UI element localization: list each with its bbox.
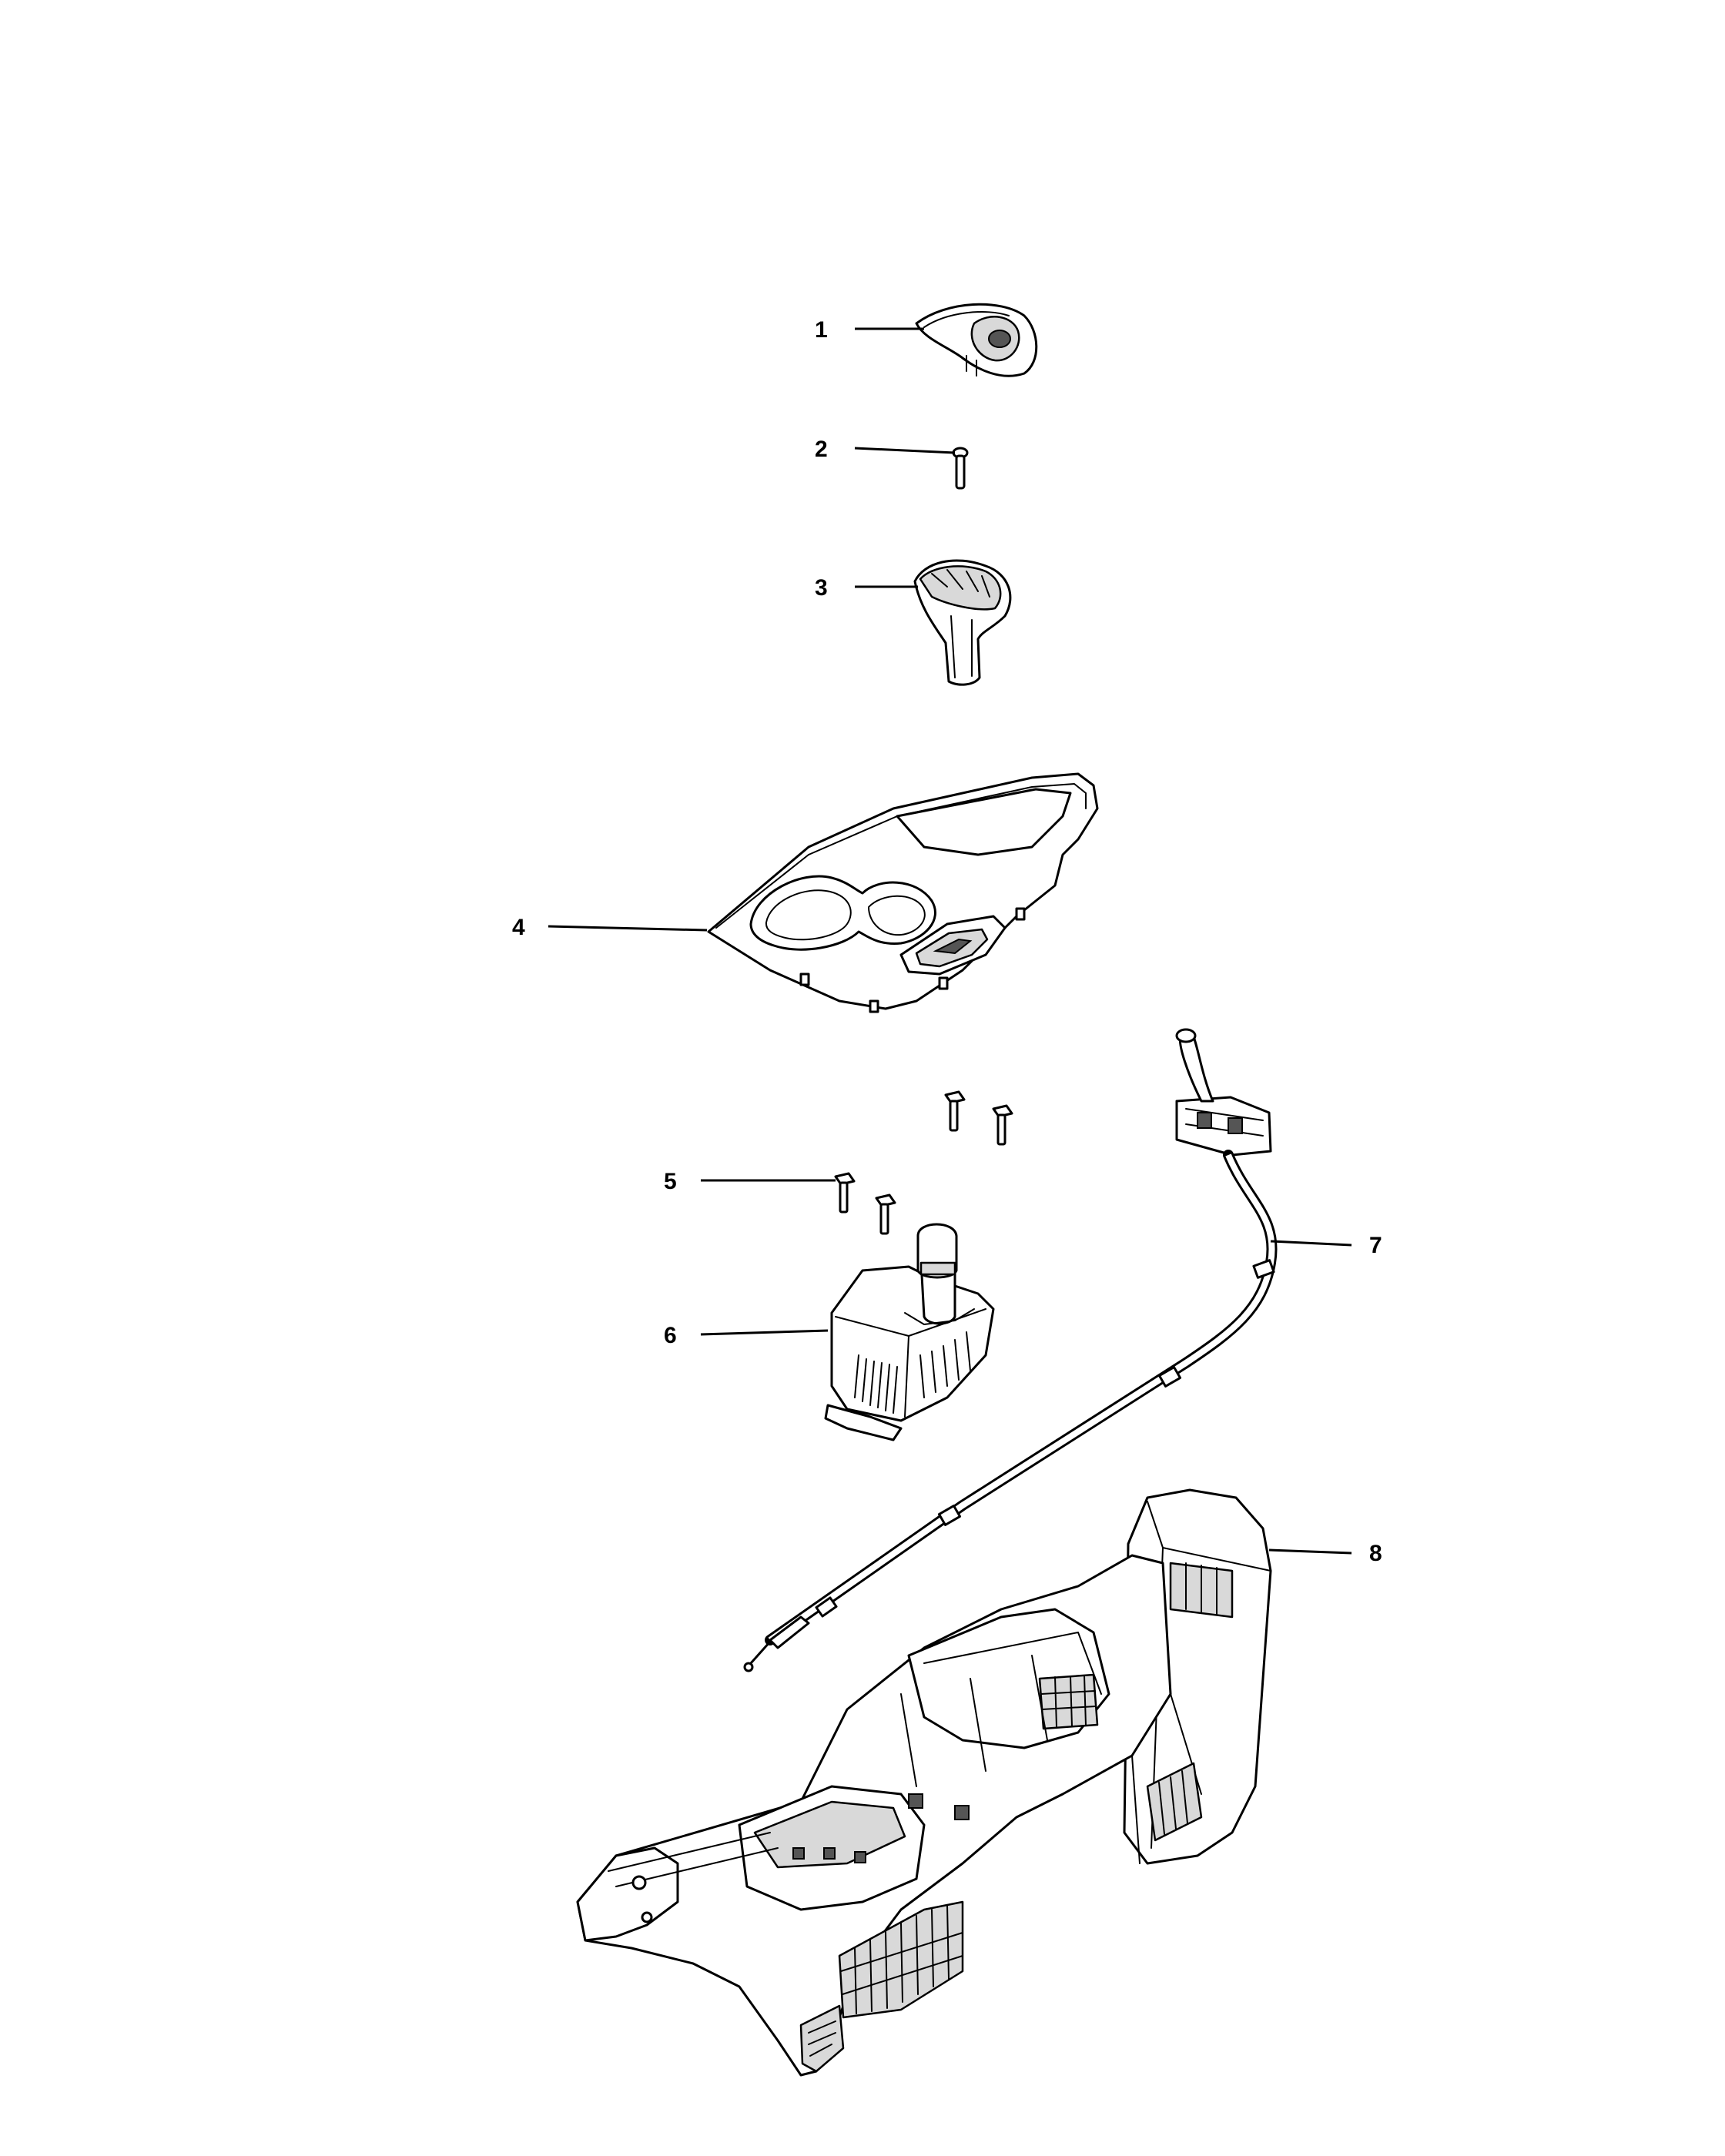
- callout-number-4: 4: [512, 915, 525, 940]
- part-4-console-bezel: [707, 772, 1099, 1013]
- part-7-shift-cable: [743, 1028, 1278, 1672]
- callout-number-6: 6: [664, 1323, 677, 1348]
- callout-number-5: 5: [664, 1169, 677, 1194]
- callout-6: 6: [664, 1323, 829, 1348]
- callout-8: 8: [1268, 1541, 1382, 1566]
- callout-number-7: 7: [1369, 1233, 1382, 1258]
- callout-3: 3: [815, 575, 918, 601]
- part-8-console-base: [576, 1488, 1272, 2077]
- part-1-knob-cap: [915, 303, 1038, 377]
- part-6-shifter-assembly: [824, 1223, 995, 1441]
- callout-7: 7: [1270, 1233, 1382, 1258]
- callout-5: 5: [664, 1169, 836, 1194]
- part-2-pin: [952, 447, 969, 490]
- callout-2: 2: [815, 437, 956, 462]
- callout-number-2: 2: [815, 437, 828, 462]
- part-5-bolts: [834, 1090, 1013, 1235]
- callout-number-3: 3: [815, 575, 828, 601]
- callout-1: 1: [815, 317, 924, 343]
- callout-4: 4: [512, 915, 708, 940]
- callout-number-8: 8: [1369, 1541, 1382, 1566]
- part-3-shift-knob: [913, 559, 1012, 686]
- callout-number-1: 1: [815, 317, 828, 343]
